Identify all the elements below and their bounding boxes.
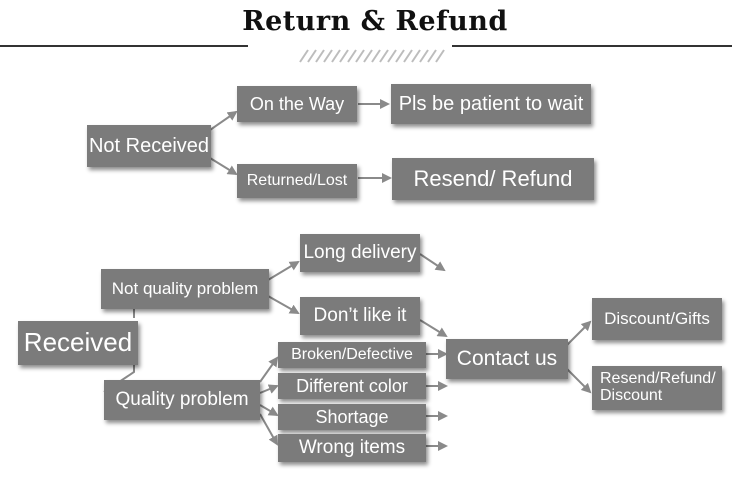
- arrow-not-quality-to-long-delivery: [267, 260, 300, 281]
- node-different-color: Different color: [278, 373, 426, 399]
- arrow-long-delivery-out: [419, 253, 446, 272]
- arrow-quality-to-wrong-items: [259, 413, 278, 446]
- node-wrong-items: Wrong items: [278, 434, 426, 462]
- arrow-not-received-to-returned: [209, 157, 238, 176]
- arrow-not-received-to-on-the-way: [209, 110, 238, 131]
- arrow-contact-to-discount: [565, 320, 592, 347]
- node-be-patient: Pls be patient to wait: [391, 84, 591, 124]
- node-on-the-way: On the Way: [237, 86, 357, 122]
- node-long-delivery: Long delivery: [300, 234, 420, 272]
- node-resend-refund: Resend/ Refund: [392, 158, 594, 200]
- node-shortage: Shortage: [278, 404, 426, 430]
- title-rule-left: [0, 45, 248, 47]
- node-contact-us: Contact us: [446, 339, 568, 379]
- node-broken-defective: Broken/Defective: [278, 342, 426, 368]
- arrow-contact-to-resend-discount: [565, 367, 592, 394]
- node-discount-gifts: Discount/Gifts: [592, 298, 722, 340]
- node-received: Received: [18, 321, 138, 365]
- node-not-received: Not Received: [87, 125, 211, 167]
- arrow-dont-like-to-contact: [419, 319, 448, 338]
- arrow-quality-to-broken: [259, 356, 279, 383]
- node-resend-refund-discount: Resend/Refund/ Discount: [592, 366, 722, 410]
- arrow-quality-to-shortage: [259, 404, 279, 417]
- page-title: Return & Refund: [242, 6, 508, 37]
- node-dont-like-it: Don’t like it: [300, 297, 420, 335]
- arrow-not-quality-to-dont-like: [267, 295, 300, 314]
- title-rule-right: [452, 45, 732, 47]
- node-quality-problem: Quality problem: [104, 380, 260, 420]
- arrow-quality-to-different-color: [259, 384, 279, 394]
- node-returned-lost: Returned/Lost: [237, 164, 357, 198]
- node-not-quality-problem: Not quality problem: [101, 269, 269, 309]
